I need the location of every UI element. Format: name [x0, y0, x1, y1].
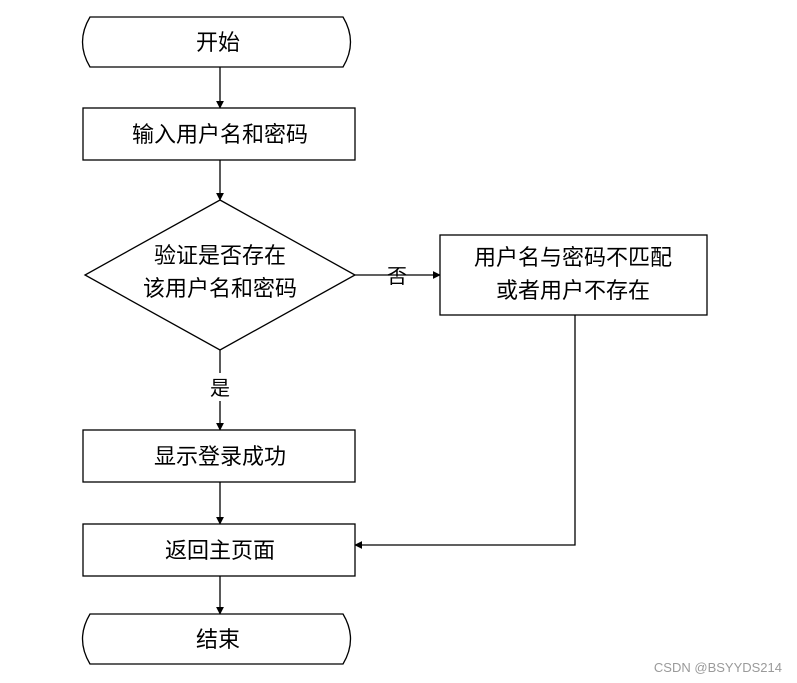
no-label: 否 — [387, 264, 407, 288]
decision-label-line2: 该用户名和密码 — [143, 277, 297, 302]
error-label-line2: 或者用户不存在 — [496, 279, 650, 304]
decision-label-line1: 验证是否存在 — [154, 244, 286, 269]
watermark: CSDN @BSYYDS214 — [654, 660, 782, 675]
error-node: 用户名与密码不匹配 或者用户不存在 — [439, 234, 708, 316]
error-label-line1: 用户名与密码不匹配 — [474, 246, 672, 271]
input-step-label: 输入用户名和密码 — [132, 123, 308, 148]
end-label: 结束 — [196, 628, 240, 653]
start-node: 开始 — [81, 16, 352, 68]
success-step-node: 显示登录成功 — [82, 429, 356, 483]
end-node: 结束 — [81, 613, 352, 665]
return-step-node: 返回主页面 — [82, 523, 356, 577]
edge-error-to-return — [354, 315, 576, 549]
success-step-label: 显示登录成功 — [154, 445, 286, 470]
return-step-label: 返回主页面 — [165, 539, 275, 564]
start-label: 开始 — [196, 31, 240, 56]
yes-label: 是 — [210, 376, 230, 400]
decision-node: 验证是否存在 该用户名和密码 — [83, 199, 357, 351]
input-step-node: 输入用户名和密码 — [82, 107, 356, 161]
yes-label-bg — [205, 373, 235, 401]
